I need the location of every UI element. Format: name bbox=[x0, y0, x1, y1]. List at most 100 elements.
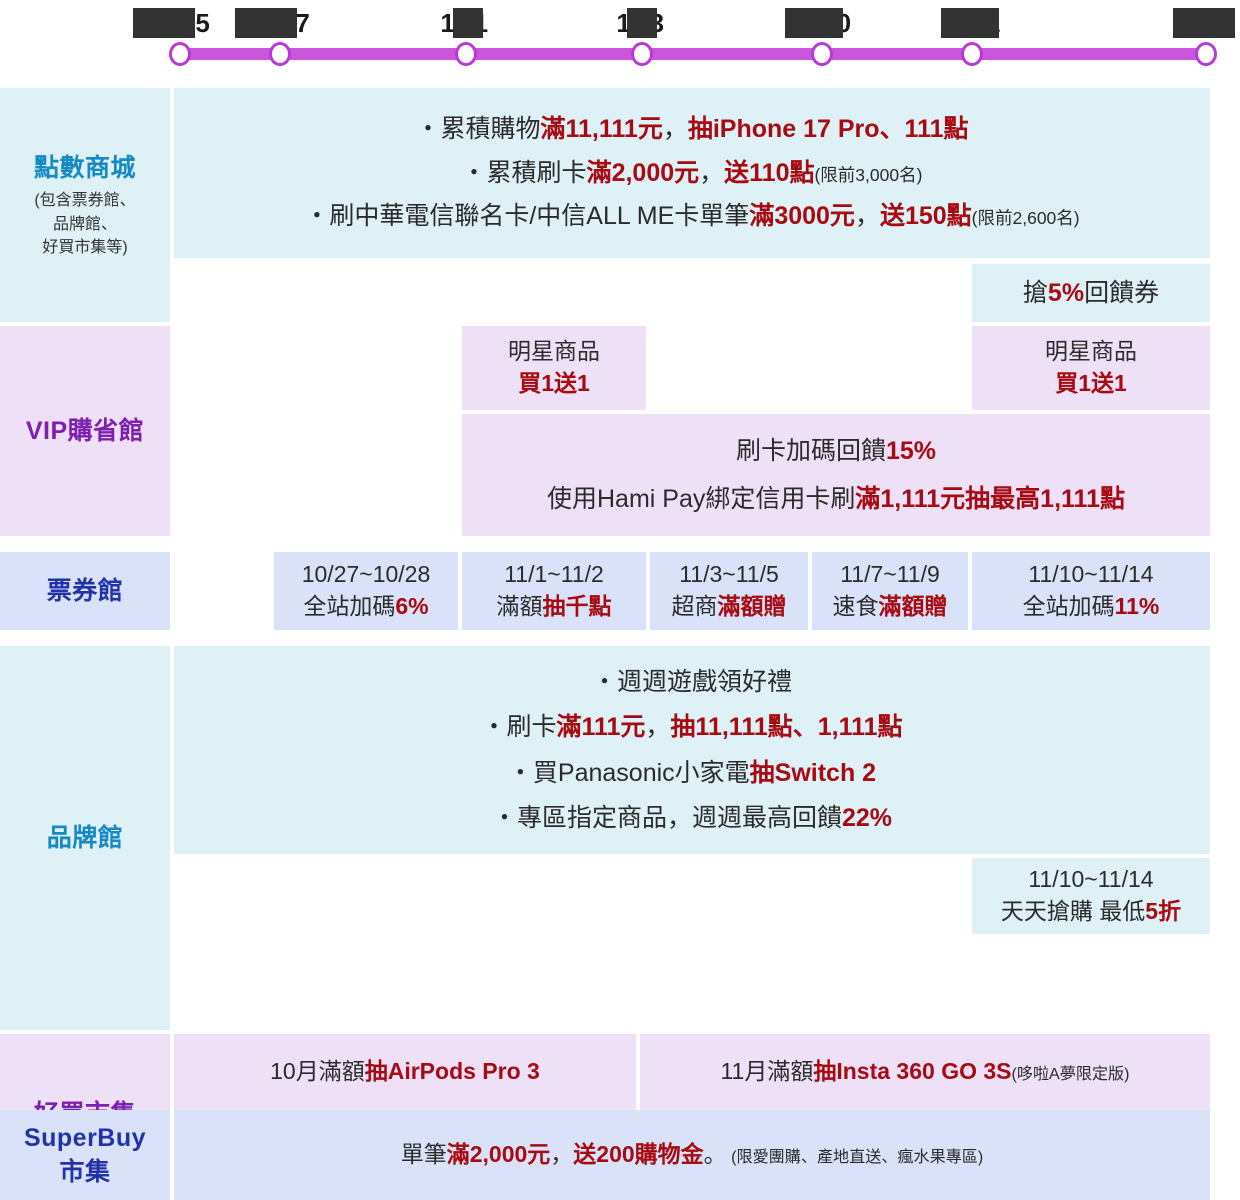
timeline-redaction-1 bbox=[235, 8, 297, 38]
superbuy-promo-seg-4: 。 bbox=[703, 1141, 727, 1168]
points-mall-promo-0-seg-1: 滿11,111元 bbox=[540, 115, 663, 144]
sidebar-label-tickets: 票券館 bbox=[46, 576, 124, 605]
brands-promo-1-seg-2: ， bbox=[645, 713, 671, 741]
sidebar-item-points-mall[interactable]: 點數商城 (包含票券館、品牌館、好買市集等) bbox=[0, 88, 170, 322]
sidebar-item-tickets[interactable]: 票券館 bbox=[0, 552, 170, 630]
ticket-1-desc: 滿額抽千點 bbox=[496, 593, 612, 619]
vip-star-2-line1: 明星商品 bbox=[1045, 338, 1137, 365]
points-mall-promo-line-2: ・刷中華電信聯名卡/中信ALL ME卡單筆滿3000元，送150點(限前2,60… bbox=[174, 199, 1210, 234]
market-oct-seg-0: 10月滿額 bbox=[270, 1058, 365, 1085]
brands-flash-line1: 11/10~11/14 bbox=[1028, 866, 1154, 893]
timeline-redaction-6 bbox=[1173, 8, 1235, 38]
vip-card-1-seg-1: 滿1,111元抽最高1,111點 bbox=[855, 485, 1125, 513]
brands-promo-3-seg-1: 22% bbox=[841, 804, 893, 832]
timeline-dot-3[interactable] bbox=[631, 42, 653, 66]
sidebar-label-brands: 品牌館 bbox=[46, 823, 124, 852]
points-mall-promo-1-seg-1: 滿2,000元 bbox=[586, 158, 700, 187]
superbuy-promo-seg-3: 送200購物金 bbox=[573, 1141, 704, 1168]
promo-cell-brands-main[interactable]: ・週週遊戲領好禮・刷卡滿111元，抽11,111點、1,111點・買Panaso… bbox=[174, 646, 1210, 854]
brands-promo-1-seg-1: 滿111元 bbox=[556, 713, 646, 741]
promo-cell-points-mall-main[interactable]: ・累積購物滿11,111元，抽iPhone 17 Pro、111點・累積刷卡滿2… bbox=[174, 88, 1210, 258]
points-mall-promo-1-seg-3: 送110點 bbox=[724, 158, 815, 187]
brands-promo-3-seg-0: ・專區指定商品，週週最高回饋 bbox=[491, 804, 842, 832]
brands-promo-0-seg-0: ・週週遊戲領好禮 bbox=[591, 667, 792, 696]
timeline-redaction-4 bbox=[785, 8, 843, 38]
vip-card-0-seg-1: 15% bbox=[885, 436, 937, 465]
promo-cell-ticket-0[interactable]: 10/27~10/28 全站加碼6% bbox=[274, 552, 458, 630]
promo-cell-ticket-3[interactable]: 11/7~11/9 速食滿額贈 bbox=[812, 552, 968, 630]
ticket-0-date: 10/27~10/28 bbox=[301, 561, 431, 588]
superbuy-promo-seg-1: 滿2,000元 bbox=[446, 1141, 551, 1168]
points-mall-promo-0-seg-2: ， bbox=[662, 115, 688, 144]
sidebar-item-brands[interactable]: 品牌館 bbox=[0, 646, 170, 1030]
sidebar-label-points-mall: 點數商城 bbox=[33, 153, 136, 182]
promo-grid: 點數商城 (包含票券館、品牌館、好買市集等) ・累積購物滿11,111元，抽iP… bbox=[0, 88, 1240, 1200]
promo-cell-brands-flash[interactable]: 11/10~11/14 天天搶購 最低5折 bbox=[972, 858, 1210, 934]
brands-promo-line-3: ・專區指定商品，週週最高回饋22% bbox=[174, 801, 1210, 836]
brands-promo-1-seg-3: 抽11,111點、1,111點 bbox=[670, 713, 903, 741]
timeline-redaction-3 bbox=[627, 8, 657, 38]
promo-cell-market-november[interactable]: 11月滿額抽Insta 360 GO 3S(哆啦A夢限定版) bbox=[640, 1034, 1210, 1110]
promo-cell-market-october[interactable]: 10月滿額抽AirPods Pro 3 bbox=[174, 1034, 636, 1110]
ticket-0-desc: 全站加碼6% bbox=[303, 593, 429, 619]
timeline-date-labels: 10/2510/2711/111/311/1011/1111/14 bbox=[133, 8, 1235, 38]
promo-cell-vip-card[interactable]: 刷卡加碼回饋15% 使用Hami Pay綁定信用卡刷滿1,111元抽最高1,111… bbox=[462, 414, 1210, 536]
market-nov-seg-0: 11月滿額 bbox=[720, 1058, 814, 1085]
vip-star-1-line2: 買1送1 bbox=[518, 370, 590, 396]
sidebar-item-vip[interactable]: VIP購省館 bbox=[0, 326, 170, 536]
promo-cell-superbuy[interactable]: 單筆滿2,000元，送200購物金。 (限愛團購、產地直送、瘋水果專區) bbox=[174, 1110, 1210, 1200]
brands-promo-line-0: ・週週遊戲領好禮 bbox=[174, 665, 1210, 700]
timeline-dot-6[interactable] bbox=[1195, 42, 1217, 66]
ticket-3-desc: 速食滿額贈 bbox=[832, 593, 948, 619]
vip-card-1-seg-0: 使用Hami Pay綁定信用卡刷 bbox=[547, 485, 856, 513]
promo-cell-ticket-2[interactable]: 11/3~11/5 超商滿額贈 bbox=[650, 552, 808, 630]
ticket-2-desc: 超商滿額贈 bbox=[671, 593, 787, 619]
points-mall-coupon-seg-0: 搶 bbox=[1022, 278, 1048, 307]
points-mall-promo-line-1: ・累積刷卡滿2,000元，送110點(限前3,000名) bbox=[174, 156, 1210, 191]
points-mall-promo-line-0: ・累積購物滿11,111元，抽iPhone 17 Pro、111點 bbox=[174, 112, 1210, 147]
points-mall-sub-line-1: 品牌館、 bbox=[52, 215, 117, 233]
points-mall-sub-line-0: (包含票券館、 bbox=[34, 192, 136, 210]
points-mall-promo-2-seg-3: 送150點 bbox=[879, 202, 972, 231]
timeline-bar bbox=[172, 48, 1209, 60]
superbuy-promo-seg-2: ， bbox=[550, 1141, 574, 1168]
vip-card-line-0: 刷卡加碼回饋15% bbox=[462, 434, 1210, 469]
points-mall-promo-0-seg-3: 抽iPhone 17 Pro、111點 bbox=[687, 115, 969, 144]
ticket-4-date: 11/10~11/14 bbox=[1028, 561, 1154, 588]
promo-cell-points-mall-coupon[interactable]: 搶5%回饋券 bbox=[972, 264, 1210, 322]
points-mall-promo-2-seg-2: ， bbox=[854, 202, 880, 231]
vip-card-line-1: 使用Hami Pay綁定信用卡刷滿1,111元抽最高1,111點 bbox=[462, 482, 1210, 517]
sidebar-item-superbuy[interactable]: SuperBuy 市集 bbox=[0, 1110, 170, 1200]
timeline-redaction-5 bbox=[941, 8, 999, 38]
vip-star-2-line2: 買1送1 bbox=[1055, 370, 1127, 396]
points-mall-coupon-seg-2: 回饋券 bbox=[1084, 278, 1160, 307]
brands-promo-line-1: ・刷卡滿111元，抽11,111點、1,111點 bbox=[174, 710, 1210, 745]
market-nov-seg-2: (哆啦A夢限定版) bbox=[1011, 1065, 1130, 1084]
points-mall-promo-0-seg-0: ・累積購物 bbox=[415, 115, 541, 144]
timeline-dot-0[interactable] bbox=[169, 42, 191, 66]
brands-promo-2-seg-0: ・買Panasonic小家電 bbox=[507, 758, 750, 787]
promo-cell-vip-star-deal-2[interactable]: 明星商品 買1送1 bbox=[972, 326, 1210, 410]
promo-cell-vip-star-deal-1[interactable]: 明星商品 買1送1 bbox=[462, 326, 646, 410]
timeline-dot-5[interactable] bbox=[961, 42, 983, 66]
brands-promo-1-seg-0: ・刷卡 bbox=[481, 713, 557, 741]
timeline-redaction-0 bbox=[133, 8, 195, 38]
timeline-dot-4[interactable] bbox=[811, 42, 833, 66]
points-mall-promo-2-seg-0: ・刷中華電信聯名卡/中信ALL ME卡單筆 bbox=[304, 202, 750, 231]
timeline-dot-1[interactable] bbox=[269, 42, 291, 66]
timeline-dot-2[interactable] bbox=[455, 42, 477, 66]
points-mall-promo-2-seg-1: 滿3000元 bbox=[749, 202, 855, 231]
ticket-1-date: 11/1~11/2 bbox=[504, 561, 604, 588]
promo-cell-ticket-4[interactable]: 11/10~11/14 全站加碼11% bbox=[972, 552, 1210, 630]
points-mall-promo-1-seg-4: (限前3,000名) bbox=[814, 164, 923, 185]
points-mall-promo-1-seg-0: ・累積刷卡 bbox=[461, 158, 587, 187]
brands-flash-line2: 天天搶購 最低5折 bbox=[1000, 898, 1182, 924]
sidebar-sublabel-points-mall: (包含票券館、品牌館、好買市集等) bbox=[6, 189, 164, 259]
vip-star-1-line1: 明星商品 bbox=[508, 338, 600, 365]
sidebar-label-superbuy-line1: SuperBuy bbox=[23, 1123, 147, 1152]
ticket-2-date: 11/3~11/5 bbox=[679, 561, 779, 588]
ticket-4-desc: 全站加碼11% bbox=[1022, 593, 1160, 619]
promo-cell-ticket-1[interactable]: 11/1~11/2 滿額抽千點 bbox=[462, 552, 646, 630]
sidebar-label-vip: VIP購省館 bbox=[25, 416, 145, 445]
